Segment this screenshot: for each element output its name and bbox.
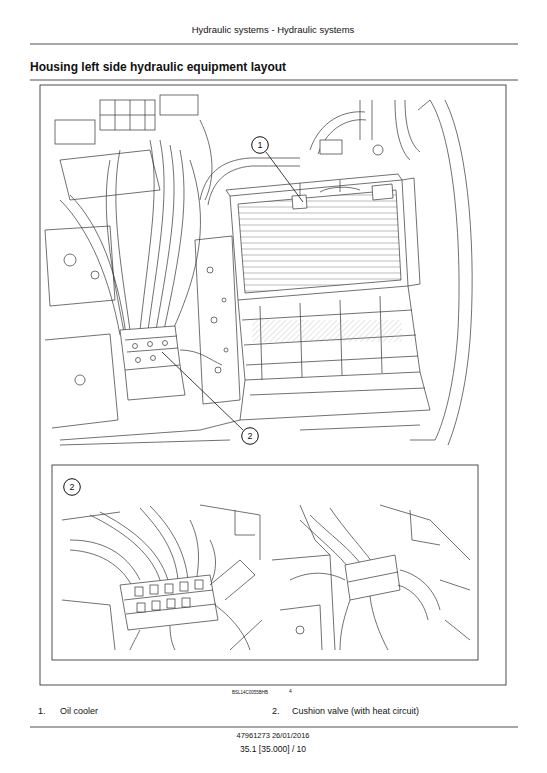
page-header: Hydraulic systems - Hydraulic systems (192, 25, 355, 36)
callout-number: 1 (257, 141, 262, 150)
section-title: Housing left side hydraulic equipment la… (30, 61, 286, 75)
callout-number: 2 (247, 432, 252, 441)
callout-circle: 2 (63, 478, 81, 496)
figure-frame (40, 85, 506, 685)
page-rule (30, 44, 518, 727)
part-name: Cushion valve (with heat circuit) (292, 706, 419, 716)
housing-illustration (45, 95, 472, 445)
inset-left-illustration (62, 505, 262, 650)
inset-right-illustration (272, 505, 470, 650)
figure-code: BSL14C0055BHB (232, 690, 268, 695)
legend-number: 1. (38, 706, 46, 716)
document-code: 47961273 26/01/2016 (237, 732, 310, 741)
callout-ring (242, 428, 259, 445)
callout-ring (64, 479, 81, 496)
callout-number: 2 (69, 483, 74, 492)
callout-circle: 1 (251, 136, 269, 154)
inset-frame (52, 465, 478, 660)
callout-circle: 2 (241, 427, 259, 445)
legend-number: 2. (272, 706, 280, 716)
figure-number: 4 (289, 689, 292, 695)
part-name: Oil cooler (60, 706, 98, 716)
callout-ring (252, 137, 269, 154)
page-number: 35.1 [35.000] / 10 (240, 745, 306, 755)
